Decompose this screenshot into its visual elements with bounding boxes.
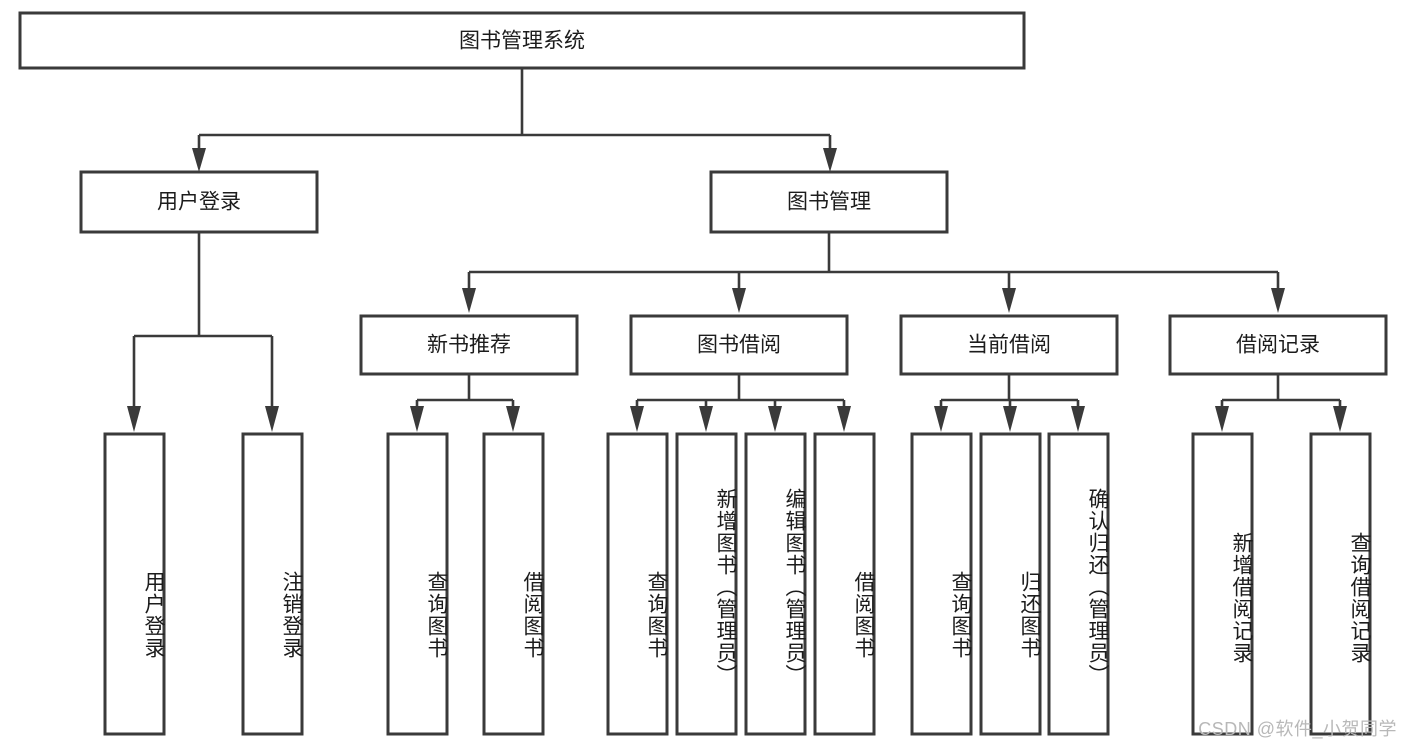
arrow-head-icon xyxy=(265,406,279,432)
leaf-logout-login-box[interactable] xyxy=(241,432,304,736)
node-borrow-record[interactable]: 借阅记录 xyxy=(1168,314,1388,376)
arrow-head-icon xyxy=(1071,406,1085,432)
node-new-book-recommend[interactable]: 新书推荐 xyxy=(359,314,579,376)
leaf-borrow-book-2-box[interactable] xyxy=(813,432,876,736)
node-current-borrow[interactable]: 当前借阅 xyxy=(899,314,1119,376)
current-borrow-box[interactable] xyxy=(899,314,1119,376)
node-root[interactable]: 图书管理系统 xyxy=(18,11,1026,70)
borrow-record-label: 借阅记录 xyxy=(1236,334,1320,357)
connector-root-to-level2 xyxy=(192,68,837,172)
arrow-head-icon xyxy=(934,406,948,432)
arrow-head-icon xyxy=(1333,406,1347,432)
connector-book-management-to-level3 xyxy=(462,232,1285,313)
arrow-head-icon xyxy=(462,288,476,313)
arrow-head-icon xyxy=(768,406,782,432)
arrow-head-icon xyxy=(127,406,141,432)
user-login-label: 用户登录 xyxy=(157,191,241,214)
book-management-label: 图书管理 xyxy=(787,191,871,214)
leaf-query-book-1-box[interactable] xyxy=(386,432,449,736)
leaf-query-book-3-box[interactable] xyxy=(910,432,973,736)
current-borrow-label: 当前借阅 xyxy=(967,334,1051,357)
arrow-head-icon xyxy=(192,148,206,172)
connector-current-borrow-to-leaves xyxy=(934,374,1085,432)
node-user-login[interactable]: 用户登录 xyxy=(79,170,319,234)
leaf-borrow-book-1-box[interactable] xyxy=(482,432,545,736)
node-book-borrow[interactable]: 图书借阅 xyxy=(629,314,849,376)
leaf-confirm-return-box[interactable] xyxy=(1047,432,1110,736)
leaf-user-login-box[interactable] xyxy=(103,432,166,736)
arrow-head-icon xyxy=(837,406,851,432)
book-borrow-label: 图书借阅 xyxy=(697,334,781,357)
arrow-head-icon xyxy=(1271,288,1285,313)
arrow-head-icon xyxy=(1003,406,1017,432)
new-book-recommend-label: 新书推荐 xyxy=(427,334,511,357)
new-book-recommend-box[interactable] xyxy=(359,314,579,376)
arrow-head-icon xyxy=(630,406,644,432)
leaf-add-book-box[interactable] xyxy=(675,432,738,736)
connector-user-login-to-leaves xyxy=(127,232,279,432)
arrow-head-icon xyxy=(506,406,520,432)
leaf-boxes-group xyxy=(103,432,1372,736)
leaf-query-book-2-box[interactable] xyxy=(606,432,669,736)
leaf-add-borrow-record-box[interactable] xyxy=(1191,432,1254,736)
connector-book-borrow-to-leaves xyxy=(630,374,851,432)
root-label: 图书管理系统 xyxy=(459,30,585,53)
root-box[interactable] xyxy=(18,11,1026,70)
arrow-head-icon xyxy=(1002,288,1016,313)
leaf-edit-book-box[interactable] xyxy=(744,432,807,736)
arrow-head-icon xyxy=(410,406,424,432)
arrow-head-icon xyxy=(1215,406,1229,432)
leaf-query-borrow-record-box[interactable] xyxy=(1309,432,1372,736)
arrow-head-icon xyxy=(823,148,837,172)
user-login-box[interactable] xyxy=(79,170,319,234)
connector-borrow-record-to-leaves xyxy=(1215,374,1347,432)
csdn-watermark: CSDN @软件_小贺同学 xyxy=(1198,719,1397,739)
arrow-head-icon xyxy=(732,288,746,313)
leaf-return-book-box[interactable] xyxy=(979,432,1042,736)
node-book-management[interactable]: 图书管理 xyxy=(709,170,949,234)
arrow-head-icon xyxy=(699,406,713,432)
connector-new-book-recommend-to-leaves xyxy=(410,374,520,432)
